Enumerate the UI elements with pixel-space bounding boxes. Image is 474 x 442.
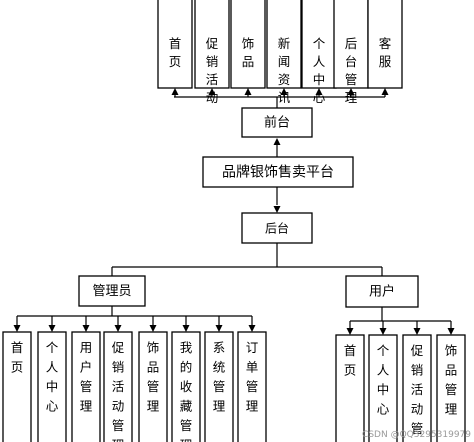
- user-role-node-label: 用户: [369, 284, 395, 300]
- admin-module-4-label: 饰品管理: [147, 340, 160, 414]
- admin-module-1-label: 个人中心: [46, 340, 59, 414]
- admin-arrow-0-icon: [13, 325, 21, 332]
- frontend-module-4: 个人中心: [301, 0, 337, 105]
- frontend-module-0-label: 首页: [169, 36, 182, 69]
- admin-arrow-2-icon: [82, 325, 90, 332]
- admin-module-7: 订单管理: [237, 331, 267, 442]
- user-arrow-0-icon: [346, 328, 354, 335]
- user-arrow-1-icon: [379, 328, 387, 335]
- frontend-node-label: 前台: [264, 115, 290, 131]
- admin-arrow-4-icon: [149, 325, 157, 332]
- frontend-arrow-2-icon: [244, 88, 252, 95]
- admin-arrow-1-icon: [48, 325, 56, 332]
- frontend-node: 前台: [241, 107, 313, 138]
- admin-module-6-label: 系统管理: [213, 340, 226, 414]
- backend-node-label: 后台: [265, 221, 289, 236]
- admin-module-5-label: 我的收藏管理: [180, 340, 193, 442]
- admin-module-1: 个人中心: [37, 331, 67, 442]
- user-module-2-label: 促销活动管理: [411, 343, 424, 442]
- admin-module-6: 系统管理: [204, 331, 234, 442]
- admin-module-7-label: 订单管理: [246, 340, 259, 414]
- user-module-0-label: 首页: [344, 343, 357, 378]
- frontend-arrow-0-icon: [171, 88, 179, 95]
- frontend-module-6-label: 客服: [379, 36, 392, 69]
- admin-module-2: 用户管理: [71, 331, 101, 442]
- center-to-frontend-arrow-icon: [273, 138, 281, 145]
- frontend-module-6: 客服: [367, 0, 403, 89]
- frontend-arrow-3-icon: [280, 88, 288, 95]
- admin-module-4: 饰品管理: [138, 331, 168, 442]
- user-module-3-label: 饰品管理: [445, 343, 458, 417]
- platform-node-label: 品牌银饰售卖平台: [222, 164, 334, 181]
- frontend-module-2: 饰品: [230, 0, 266, 89]
- frontend-module-5-label: 后台管理: [345, 36, 358, 105]
- frontend-module-3: 新闻资讯: [266, 0, 302, 105]
- admin-arrow-5-icon: [182, 325, 190, 332]
- admin-module-3: 促销活动管理: [103, 331, 133, 442]
- user-module-3: 饰品管理: [436, 334, 466, 442]
- center-to-backend-arrow-icon: [273, 206, 281, 213]
- watermark-text: CSDN @QQ3295319979: [362, 430, 471, 440]
- frontend-arrow-5-icon: [347, 88, 355, 95]
- frontend-module-3-label: 新闻资讯: [278, 36, 291, 105]
- frontend-module-0: 首页: [157, 0, 193, 89]
- admin-module-2-label: 用户管理: [80, 340, 93, 414]
- admin-arrow-6-icon: [215, 325, 223, 332]
- user-arrow-2-icon: [413, 328, 421, 335]
- frontend-arrow-6-icon: [381, 88, 389, 95]
- backend-node: 后台: [241, 212, 313, 244]
- admin-module-0: 首页: [2, 331, 32, 442]
- admin-role-node-label: 管理员: [92, 284, 131, 299]
- user-module-0: 首页: [335, 334, 365, 442]
- user-arrow-3-icon: [447, 328, 455, 335]
- frontend-module-2-label: 饰品: [242, 36, 255, 69]
- admin-arrow-3-icon: [114, 325, 122, 332]
- user-module-1: 个人中心: [368, 334, 398, 442]
- admin-module-5: 我的收藏管理: [171, 331, 201, 442]
- admin-arrow-7-icon: [248, 325, 256, 332]
- admin-module-0-label: 首页: [11, 340, 24, 375]
- user-module-2: 促销活动管理: [402, 334, 432, 442]
- user-module-1-label: 个人中心: [377, 343, 390, 417]
- frontend-arrow-4-icon: [315, 88, 323, 95]
- user-role-node: 用户: [345, 275, 419, 308]
- admin-role-node: 管理员: [78, 275, 146, 307]
- admin-module-3-label: 促销活动管理: [112, 340, 125, 442]
- platform-node: 品牌银饰售卖平台: [202, 156, 354, 188]
- frontend-arrow-1-icon: [208, 88, 216, 95]
